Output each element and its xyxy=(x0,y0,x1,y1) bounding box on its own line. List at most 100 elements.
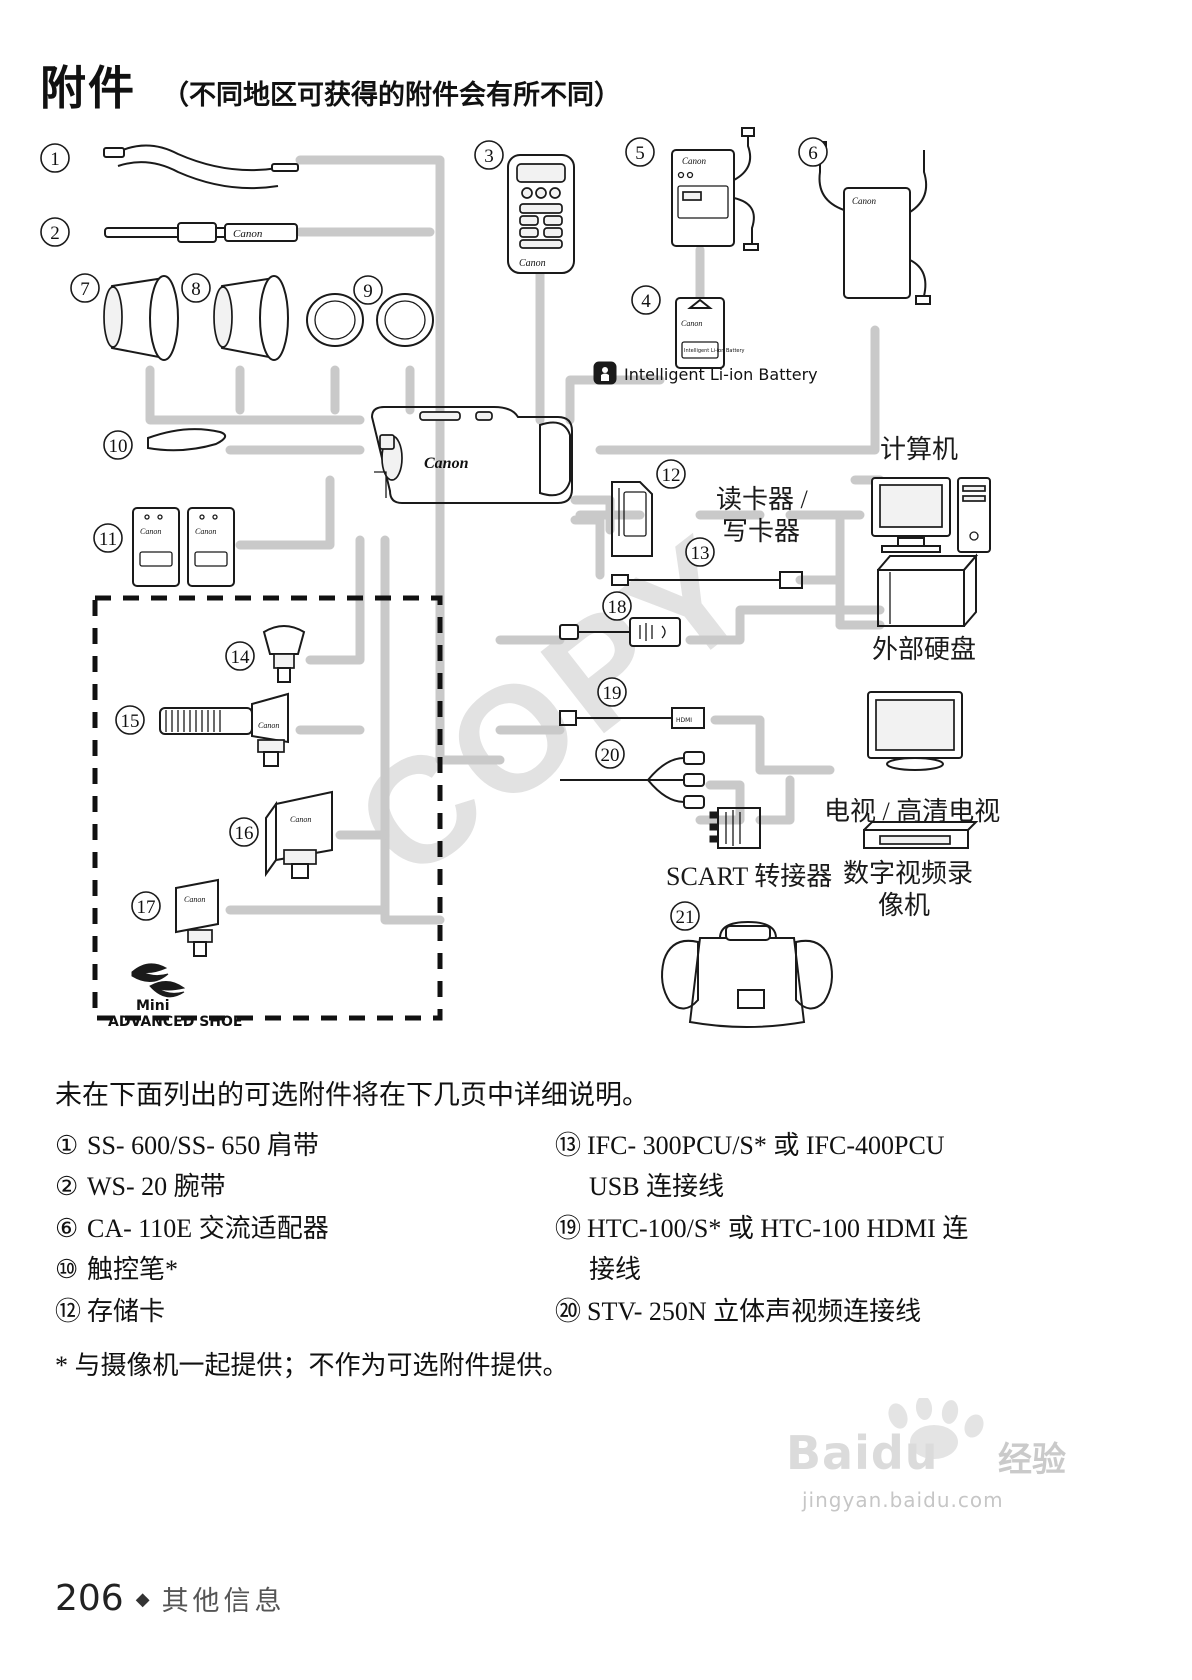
notes-heading: 未在下面列出的可选附件将在下几页中详细说明。 xyxy=(55,1080,649,1110)
item-text: CA- 110E 交流适配器 xyxy=(87,1213,329,1243)
item-number: ⑥ xyxy=(55,1213,79,1243)
item-text: WS- 20 腕带 xyxy=(87,1172,226,1202)
svg-text:11: 11 xyxy=(99,529,117,550)
notes-right-column: ⑬ IFC- 300PCU/S* 或 IFC-400PCU USB 连接线 ⑲ … xyxy=(555,1126,1035,1334)
item-text: IFC- 300PCU/S* 或 IFC-400PCU xyxy=(587,1130,945,1160)
icon-scart-adapter xyxy=(709,807,761,849)
item-text-continued: USB 连接线 xyxy=(589,1172,725,1202)
svg-text:1: 1 xyxy=(50,149,60,170)
battery-caption-text: Intelligent Li-ion Battery xyxy=(624,365,818,384)
item-lens-hood-b: 8 xyxy=(181,273,289,361)
page-footer: 206 ◆ 其他信息 xyxy=(55,1578,286,1619)
list-item: ⑫ 存储卡 xyxy=(55,1292,535,1332)
list-item: ① SS- 600/SS- 650 肩带 xyxy=(55,1126,535,1166)
item-text: 触控笔* xyxy=(87,1255,179,1285)
svg-text:Canon: Canon xyxy=(258,721,279,730)
item-stylus: 10 xyxy=(103,428,227,460)
item-number: ⑬ xyxy=(555,1130,582,1160)
mini-advanced-shoe-group xyxy=(92,595,443,1021)
baidu-url: jingyan.baidu.com xyxy=(802,1488,1004,1512)
page-title-main: 附件 xyxy=(40,61,136,115)
accessories-diagram: .ln{fill:none;stroke:#1a1a1a;stroke-widt… xyxy=(0,120,1192,1050)
item-video-light: 14 xyxy=(225,625,306,683)
item-battery-charger: Canon 5 xyxy=(625,127,759,251)
item-number: ⑲ xyxy=(555,1213,582,1243)
icon-computer xyxy=(871,477,991,553)
svg-text:6: 6 xyxy=(808,143,818,164)
svg-text:2: 2 xyxy=(50,223,60,244)
svg-text:10: 10 xyxy=(109,436,128,457)
svg-text:7: 7 xyxy=(80,279,90,300)
item-lens-hood-a: 7 xyxy=(70,273,179,361)
item-number: ⑳ xyxy=(555,1296,582,1326)
label-scart: SCART 转接器 xyxy=(666,862,832,891)
svg-text:13: 13 xyxy=(691,543,710,564)
label-card-reader-line1: 读卡器 / xyxy=(716,485,809,514)
shoe-label-advanced: ADVANCED SHOE xyxy=(108,1014,243,1030)
item-microphone: Canon 15 xyxy=(115,692,289,767)
svg-text:4: 4 xyxy=(641,291,651,312)
svg-text:Canon: Canon xyxy=(681,319,702,328)
label-dvr-line2: 像机 xyxy=(878,891,930,920)
icon-external-hdd xyxy=(877,553,979,627)
baidu-brand: Baidu xyxy=(786,1426,939,1480)
item-number: ⑫ xyxy=(55,1296,82,1326)
item-av-cable: 20 xyxy=(560,739,705,809)
svg-text:17: 17 xyxy=(137,897,156,918)
svg-text:5: 5 xyxy=(635,143,645,164)
item-filter-set: 9 xyxy=(306,275,434,347)
item-text-continued: 接线 xyxy=(589,1255,642,1285)
icon-tv xyxy=(867,691,963,771)
svg-text:19: 19 xyxy=(603,683,622,704)
svg-text:Canon: Canon xyxy=(233,228,263,240)
page-number: 206 xyxy=(55,1578,124,1619)
baidu-watermark: Baidu 经验 jingyan.baidu.com xyxy=(780,1398,1150,1550)
icon-dvr xyxy=(863,821,979,849)
svg-text:12: 12 xyxy=(662,465,681,486)
list-item: ⑳ STV- 250N 立体声视频连接线 xyxy=(555,1292,1035,1332)
item-wireless-controller: Canon 3 xyxy=(474,140,575,274)
accessory-notes: 未在下面列出的可选附件将在下几页中详细说明。 ① SS- 600/SS- 650… xyxy=(55,1075,1055,1382)
list-item: ⑲ HTC-100/S* 或 HTC-100 HDMI 连 xyxy=(555,1209,1035,1249)
svg-text:Canon: Canon xyxy=(184,895,205,904)
paw-icon xyxy=(888,1398,984,1459)
accessories-diagram-items: .ln{fill:none;stroke:#1a1a1a;stroke-widt… xyxy=(0,120,1192,1050)
svg-text:Canon: Canon xyxy=(682,156,707,166)
item-ac-adapter: Canon 6 xyxy=(798,137,931,305)
item-usb-adapter: 18 xyxy=(559,591,681,647)
svg-text:9: 9 xyxy=(363,281,373,302)
page-title: 附件 （不同地区可获得的附件会有所不同） xyxy=(40,52,621,118)
svg-text:Canon: Canon xyxy=(195,527,216,536)
list-item: ⑥ CA- 110E 交流适配器 xyxy=(55,1209,535,1249)
list-item: ⑩ 触控笔* xyxy=(55,1250,535,1290)
label-external-hdd: 外部硬盘 xyxy=(872,635,976,664)
item-memory-card: 12 xyxy=(611,459,686,557)
item-usb-cable: 13 xyxy=(611,537,803,589)
svg-text:Intelligent Li-ion Battery: Intelligent Li-ion Battery xyxy=(684,348,745,354)
svg-text:Canon: Canon xyxy=(852,196,877,206)
item-text: 存储卡 xyxy=(87,1296,166,1326)
baidu-brand-cn: 经验 xyxy=(998,1440,1066,1480)
item-number: ② xyxy=(55,1172,79,1202)
svg-text:Canon: Canon xyxy=(290,815,311,824)
svg-text:HDMI: HDMI xyxy=(676,717,692,724)
svg-text:Canon: Canon xyxy=(140,527,161,536)
mini-advanced-shoe-logo: Mini ADVANCED SHOE xyxy=(108,963,243,1030)
camcorder: Canon xyxy=(370,406,573,504)
item-carrying-case: 21 xyxy=(661,901,833,1028)
item-text: STV- 250N 立体声视频连接线 xyxy=(587,1296,922,1326)
label-dvr-line1: 数字视频录 xyxy=(843,859,973,888)
item-number: ⑩ xyxy=(55,1255,79,1285)
svg-text:Canon: Canon xyxy=(519,258,546,269)
intelligent-battery-caption: Intelligent Li-ion Battery xyxy=(593,361,818,385)
diamond-icon: ◆ xyxy=(135,1588,150,1609)
item-shoulder-strap: 1 xyxy=(40,143,299,190)
item-flash-b: Canon 17 xyxy=(131,878,219,957)
item-text: HTC-100/S* 或 HTC-100 HDMI 连 xyxy=(587,1213,969,1243)
svg-text:20: 20 xyxy=(601,745,620,766)
shoe-label-mini: Mini xyxy=(136,998,170,1014)
item-battery-pack: Canon Intelligent Li-ion Battery 4 xyxy=(631,285,745,369)
svg-text:Canon: Canon xyxy=(424,455,469,472)
item-hdmi-cable: HDMI 19 xyxy=(559,677,705,729)
